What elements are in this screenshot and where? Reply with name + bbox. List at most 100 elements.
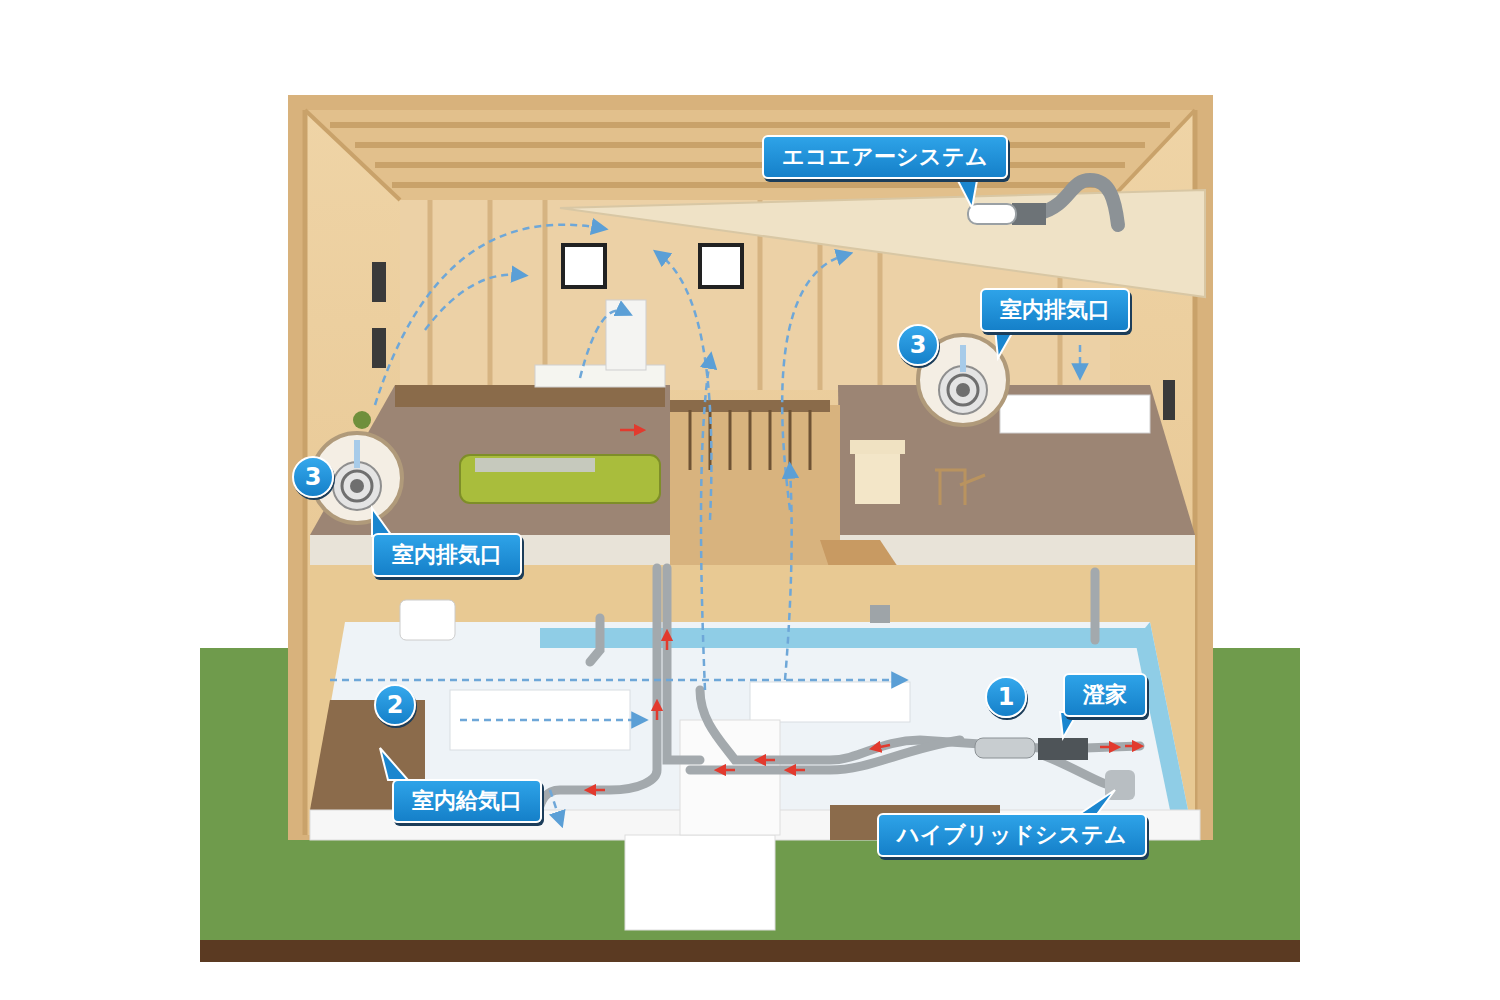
upper-floor-part xyxy=(460,455,660,503)
windows-part xyxy=(563,245,605,287)
upper-floor-part xyxy=(353,411,371,429)
upper-floor-part xyxy=(855,454,900,504)
upper-floor-part xyxy=(606,300,646,370)
duct-part xyxy=(1091,572,1100,640)
duct-flow-arrow-part xyxy=(875,745,890,748)
callout-pointer-part xyxy=(995,328,1015,358)
duct-flow-arrow-part xyxy=(620,429,640,432)
duct-flow-arrow-part xyxy=(666,635,669,650)
smuke-unit xyxy=(975,738,1135,800)
upper-floor xyxy=(310,300,1195,600)
house-frame-part xyxy=(330,122,1170,128)
eco-air-unit-part xyxy=(1040,180,1118,225)
vent-magnifier-part xyxy=(939,366,987,414)
vent-magnifier-part xyxy=(354,440,360,468)
air-flow-arrow xyxy=(330,225,1080,820)
callout-pointer-part xyxy=(955,175,978,208)
air-flow-arrow-part xyxy=(701,360,710,690)
callout-pointer xyxy=(372,175,1115,817)
ground-floor-part xyxy=(870,605,890,623)
callout-label: エコエアーシステム xyxy=(762,135,1008,180)
house-frame xyxy=(288,95,1213,840)
air-flow-arrow-part xyxy=(375,225,600,405)
duct xyxy=(535,568,1140,820)
callout-label: 室内給気口 xyxy=(392,779,542,824)
callout-label: 澄家 xyxy=(1063,673,1147,718)
ground-floor-part xyxy=(540,628,1145,648)
duct-part xyxy=(667,568,700,760)
ground-floor-part xyxy=(625,835,775,930)
smuke-unit-part xyxy=(975,738,1035,758)
callout-label: ハイブリッドシステム xyxy=(877,813,1147,858)
upper-floor-part xyxy=(935,470,985,505)
eco-air-unit-part xyxy=(1012,203,1046,225)
upper-floor-part xyxy=(838,385,1195,535)
air-flow-arrow-part xyxy=(1079,345,1082,372)
air-flow-arrow-part xyxy=(785,470,792,680)
vent-magnifier-part xyxy=(350,479,364,493)
windows xyxy=(563,245,742,287)
duct-flow-arrow-part xyxy=(1100,746,1115,749)
house-frame-part xyxy=(375,162,1125,168)
duct-flow-arrow-part xyxy=(790,769,805,772)
label-text: 室内排気口 xyxy=(1000,297,1110,322)
upper-floor-part-part xyxy=(689,410,692,470)
duct-part xyxy=(590,618,600,662)
house-frame-part-part xyxy=(488,200,493,390)
duct-part xyxy=(1085,746,1140,748)
vent-magnifier-part xyxy=(333,462,381,510)
vent-magnifier xyxy=(312,335,1008,523)
smuke-unit-part xyxy=(1038,738,1088,760)
upper-floor-part-part xyxy=(789,410,792,470)
vent-magnifier-part xyxy=(960,345,966,372)
callout-number: 2 xyxy=(374,684,416,726)
label-text: 室内排気口 xyxy=(392,542,502,567)
upper-floor-part xyxy=(310,385,670,535)
upper-floor-part xyxy=(1000,395,1150,433)
house-frame-part xyxy=(372,262,386,302)
label-text: ハイブリッドシステム xyxy=(897,822,1127,847)
duct-flow-arrow xyxy=(590,430,1138,790)
callout-label: 室内排気口 xyxy=(372,533,522,578)
callout-label: 室内排気口 xyxy=(980,288,1130,333)
upper-floor-part xyxy=(475,458,595,472)
house-frame-part xyxy=(305,110,400,200)
duct-flow-arrow-part xyxy=(656,705,659,720)
vent-magnifier-part xyxy=(956,383,970,397)
callout-number: 3 xyxy=(897,324,939,366)
upper-floor-part xyxy=(850,440,905,454)
air-flow-arrow-part xyxy=(580,310,625,378)
label-text: 2 xyxy=(387,691,404,719)
label-text: 1 xyxy=(998,683,1015,711)
air-flow-arrow-part xyxy=(330,679,900,682)
eco-air-unit xyxy=(968,180,1118,225)
ground-floor-part xyxy=(400,600,455,640)
duct-part xyxy=(535,568,657,820)
callout-number: 1 xyxy=(985,676,1027,718)
duct-flow-arrow-part xyxy=(720,769,735,772)
duct-flow-arrow-part xyxy=(760,759,775,762)
callout-number: 3 xyxy=(292,456,334,498)
callout-pointer-part xyxy=(380,748,408,780)
house-frame-part xyxy=(305,110,1195,200)
air-flow-arrow-part xyxy=(660,255,711,520)
upper-floor-part-part xyxy=(729,410,732,470)
duct-flow-arrow-part xyxy=(1125,745,1138,748)
label-text: 澄家 xyxy=(1083,682,1127,707)
vent-magnifier-part xyxy=(342,471,372,501)
air-flow-arrow-part xyxy=(460,719,640,722)
label-text: 3 xyxy=(305,463,322,491)
label-text: エコエアーシステム xyxy=(782,144,988,169)
callout-pointer-part xyxy=(372,508,392,536)
ground-floor-part xyxy=(310,565,1195,835)
house-frame-part xyxy=(288,95,1213,840)
upper-floor-part-part xyxy=(769,410,772,470)
ground-part xyxy=(200,940,1300,962)
house-frame-part xyxy=(372,328,386,368)
house-frame-part xyxy=(355,142,1145,148)
air-flow-arrow-part xyxy=(782,255,845,510)
eco-air-unit-part xyxy=(968,204,1016,224)
upper-floor-part-part xyxy=(809,410,812,470)
